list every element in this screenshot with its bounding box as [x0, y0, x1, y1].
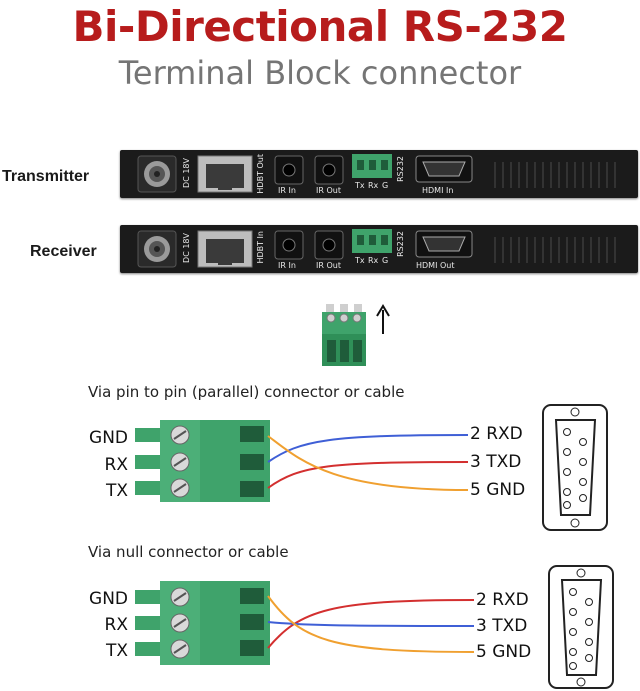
- wire-blue: [267, 434, 469, 463]
- ir-in-label: IR In: [278, 186, 296, 195]
- dc-label: DC 18V: [182, 233, 191, 263]
- rs232-label: RS232: [396, 231, 405, 257]
- wiring-caption-null: Via null connector or cable: [88, 543, 289, 561]
- db9-label-gnd: 5 GND: [470, 480, 526, 500]
- pin-label-rx: RX: [104, 455, 128, 475]
- hdmi-label: HDMI In: [422, 186, 454, 195]
- wire-orange: [267, 595, 475, 653]
- db9-label-rxd: 2 RXD: [470, 424, 523, 444]
- terminal-block-icon: [135, 581, 270, 665]
- rs232-label: RS232: [396, 156, 405, 182]
- wiring-caption-parallel: Via pin to pin (parallel) connector or c…: [88, 383, 405, 401]
- rx-label: Rx: [368, 181, 379, 190]
- wire-red: [267, 461, 469, 489]
- terminal-block-icon: [135, 420, 270, 502]
- transmitter-panel: DC 18V HDBT Out IR In IR Out RS232 Tx Rx…: [120, 150, 638, 198]
- page-title: Bi-Directional RS-232: [72, 2, 568, 51]
- dc-label: DC 18V: [182, 158, 191, 188]
- terminal-plug-icon: [322, 304, 366, 366]
- g-label: G: [382, 256, 389, 265]
- ir-out-label: IR Out: [316, 186, 341, 195]
- db9-label-rxd: 2 RXD: [476, 590, 529, 610]
- pin-label-rx: RX: [104, 615, 128, 635]
- page-subtitle: Terminal Block connector: [118, 54, 522, 92]
- receiver-ports: [137, 229, 616, 268]
- rx-label: Rx: [368, 256, 379, 265]
- wire-red: [267, 599, 475, 649]
- wire-blue: [267, 621, 475, 627]
- db9-label-txd: 3 TXD: [476, 616, 528, 636]
- pin-label-tx: TX: [105, 481, 128, 501]
- hdmi-label: HDMI Out: [416, 261, 455, 270]
- tx-label: Tx: [355, 256, 365, 265]
- ir-out-label: IR Out: [316, 261, 341, 270]
- arrow-up-icon: [376, 304, 390, 334]
- wire-orange: [267, 435, 469, 491]
- hdbt-label: HDBT In: [256, 231, 265, 264]
- pin-label-gnd: GND: [89, 589, 128, 609]
- transmitter-ports: [137, 154, 616, 193]
- pin-label-gnd: GND: [89, 428, 128, 448]
- db9-connector-icon: [542, 404, 608, 531]
- receiver-panel: DC 18V HDBT In IR In IR Out RS232 Tx Rx …: [120, 225, 638, 273]
- g-label: G: [382, 181, 389, 190]
- tx-label: Tx: [355, 181, 365, 190]
- ir-in-label: IR In: [278, 261, 296, 270]
- db9-label-txd: 3 TXD: [470, 452, 522, 472]
- db9-label-gnd: 5 GND: [476, 642, 532, 662]
- transmitter-label: Transmitter: [2, 168, 90, 185]
- pin-label-tx: TX: [105, 641, 128, 661]
- receiver-label: Receiver: [30, 243, 97, 260]
- hdbt-label: HDBT Out: [256, 154, 265, 194]
- db9-connector-icon: [548, 565, 614, 689]
